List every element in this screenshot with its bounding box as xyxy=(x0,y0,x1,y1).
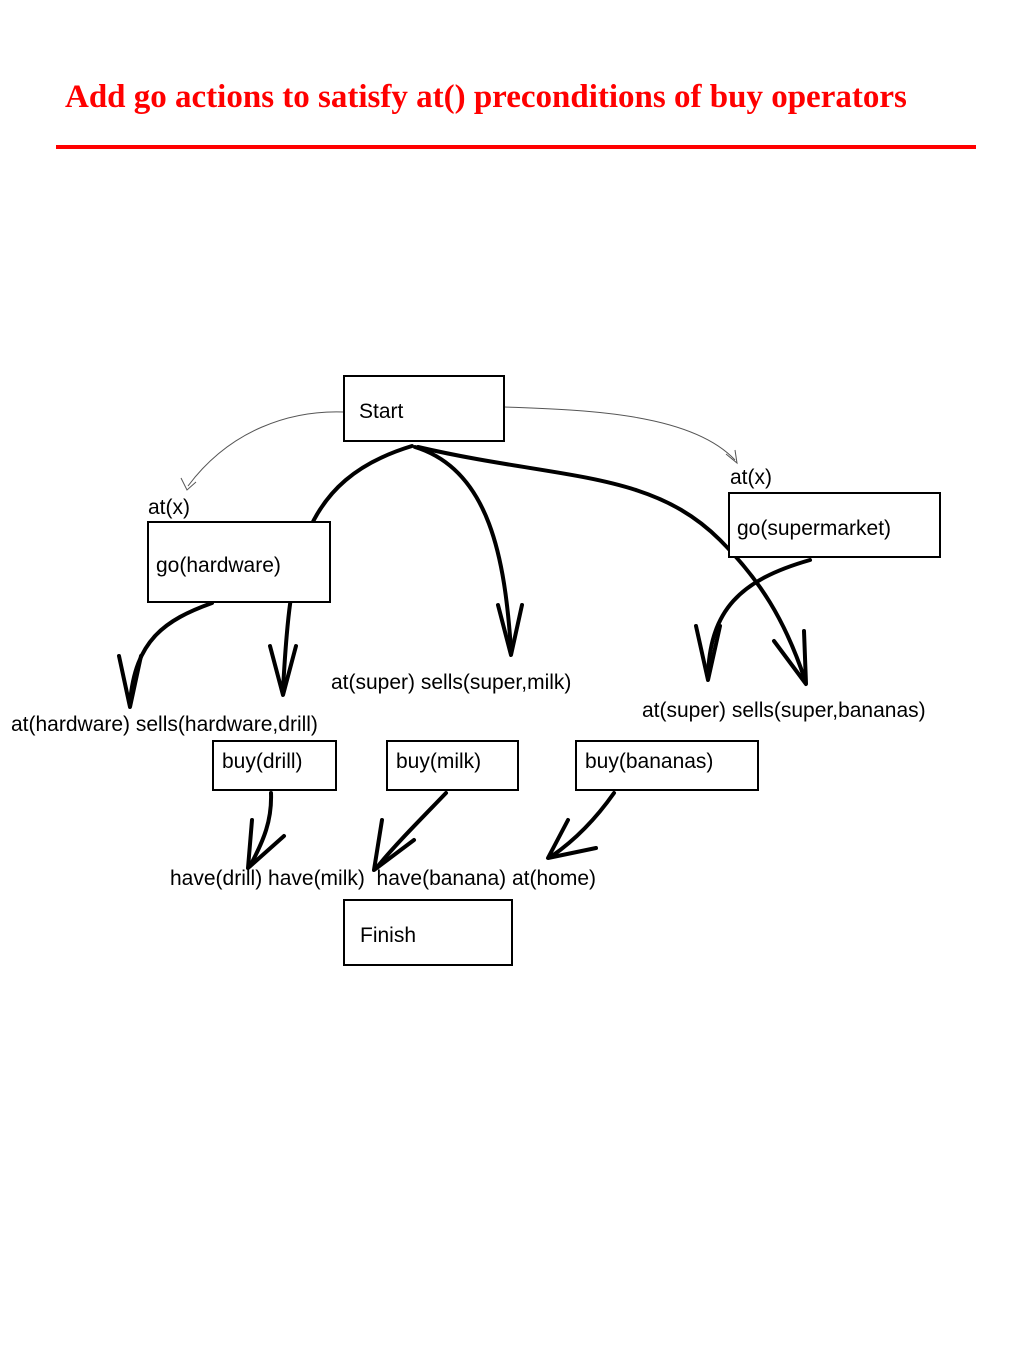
start-node-label: Start xyxy=(359,400,404,423)
arrowhead-milk xyxy=(496,603,524,657)
arrowhead-go-hardware-pre xyxy=(117,654,143,709)
edge-go-hardware-to-drill-pre xyxy=(128,601,214,705)
buy-milk-node: buy(milk) xyxy=(386,740,519,791)
buy-drill-precondition: at(hardware) sells(hardware,drill) xyxy=(11,713,318,736)
edge-buy-milk-to-finish xyxy=(376,791,448,868)
finish-node-label: Finish xyxy=(360,924,416,947)
buy-milk-precondition: at(super) sells(super,milk) xyxy=(331,671,571,694)
edge-buy-bananas-to-finish xyxy=(550,791,616,858)
go-supermarket-precondition: at(x) xyxy=(730,466,772,489)
buy-bananas-node-label: buy(bananas) xyxy=(585,750,713,773)
go-hardware-node-label: go(hardware) xyxy=(156,554,281,577)
edge-go-supermarket-to-bananas-pre xyxy=(706,558,812,678)
arrowhead-buy-milk xyxy=(372,818,416,872)
finish-precondition: have(drill) have(milk) have(banana) at(h… xyxy=(170,867,596,890)
edge-buy-drill-to-finish xyxy=(248,791,274,868)
buy-drill-node-label: buy(drill) xyxy=(222,750,303,773)
arrowhead-go-supermarket xyxy=(725,449,738,465)
arrowhead-buy-bananas xyxy=(546,818,598,860)
start-node: Start xyxy=(343,375,505,442)
arrowhead-bananas xyxy=(772,629,808,686)
slide-title: Add go actions to satisfy at() precondit… xyxy=(65,79,907,115)
finish-node: Finish xyxy=(343,899,513,966)
arrowhead-drill xyxy=(268,644,298,697)
go-hardware-precondition: at(x) xyxy=(148,496,190,519)
arrowhead-go-supermarket-pre xyxy=(694,624,722,682)
arrowhead-go-hardware xyxy=(180,477,197,491)
edge-start-to-go-supermarket xyxy=(504,406,736,461)
go-supermarket-node: go(supermarket) xyxy=(728,492,941,558)
buy-bananas-precondition: at(super) sells(super,bananas) xyxy=(642,699,926,722)
title-underline xyxy=(56,145,976,149)
buy-bananas-node: buy(bananas) xyxy=(575,740,759,791)
edge-start-to-go-hardware xyxy=(187,411,345,487)
edge-start-to-milk xyxy=(413,445,513,652)
go-supermarket-node-label: go(supermarket) xyxy=(737,517,891,540)
buy-drill-node: buy(drill) xyxy=(212,740,337,791)
buy-milk-node-label: buy(milk) xyxy=(396,750,481,773)
arrowhead-buy-drill xyxy=(246,818,286,870)
edge-start-to-bananas xyxy=(416,445,807,682)
go-hardware-node: go(hardware) xyxy=(147,521,331,603)
